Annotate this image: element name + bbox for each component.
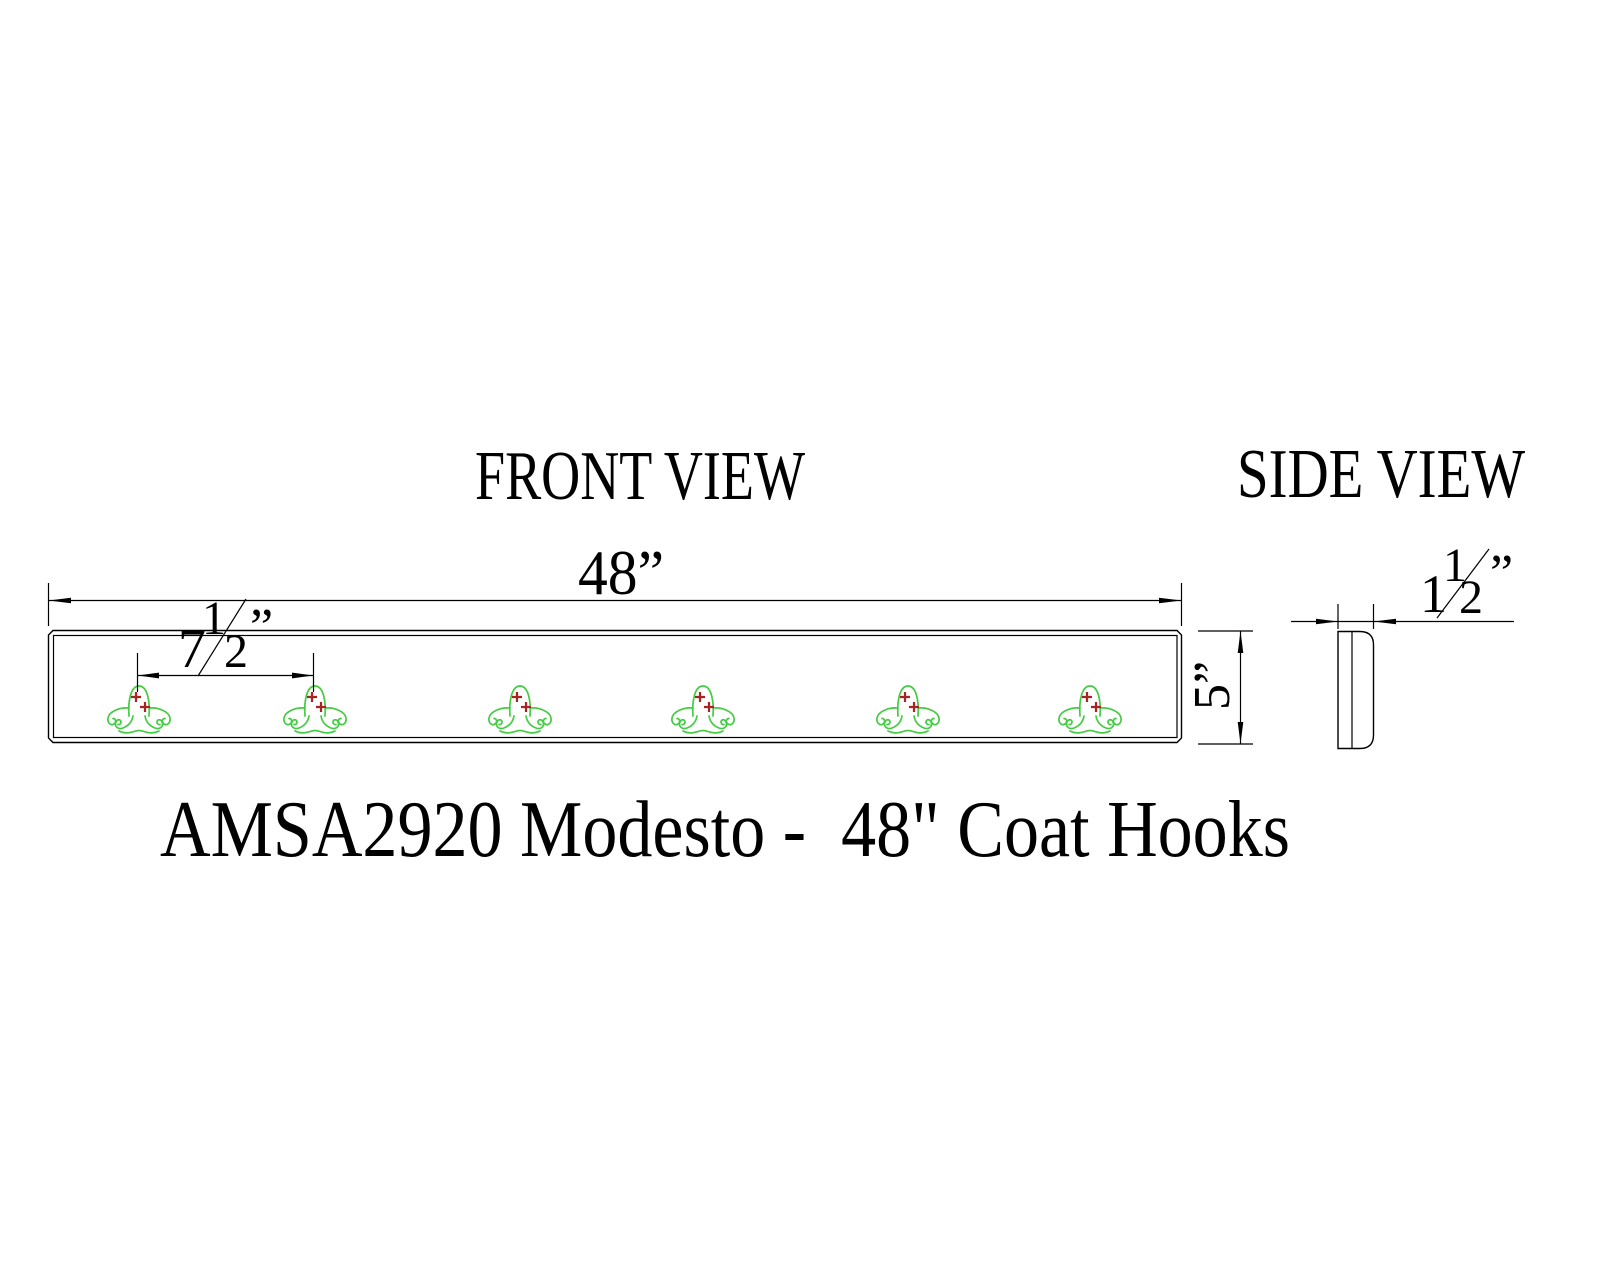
fraction-slash <box>197 598 247 677</box>
coat-hook <box>670 684 736 734</box>
side-view-title: SIDE VIEW <box>1237 436 1525 513</box>
dim-spacing-numerator: 1 <box>202 592 226 645</box>
dim-thickness-whole: 1 <box>1420 564 1447 624</box>
coat-hook <box>282 684 348 734</box>
side-view-piece <box>1337 630 1375 750</box>
dim-hook-spacing: 7 1 2 ” <box>136 592 315 692</box>
dim-board-height: 5” <box>1184 630 1253 745</box>
dim-thickness-unit: ” <box>1490 545 1513 602</box>
coat-hook <box>1057 684 1123 734</box>
board-outline-inner <box>52 634 1178 739</box>
dim-overall-width: 48” <box>47 537 1183 626</box>
arrowhead-up <box>1237 631 1244 653</box>
hooks-layer <box>106 684 1123 734</box>
dim-thickness: 1 1 2 ” <box>1291 539 1514 629</box>
arrowhead-left-into-right-edge <box>1373 618 1396 625</box>
arrowhead-left <box>137 672 159 679</box>
coat-hook <box>106 684 172 734</box>
arrowhead-right <box>292 672 314 679</box>
coat-hook <box>487 684 553 734</box>
dim-spacing-denominator: 2 <box>224 625 248 678</box>
dim-board-height-label: 5” <box>1184 661 1241 710</box>
arrowhead-right-into-left-edge <box>1316 618 1338 625</box>
dim-spacing-unit: ” <box>250 599 273 656</box>
drawing-caption: AMSA2920 Modesto - 48" Coat Hooks <box>160 786 1290 874</box>
coat-hook <box>875 684 941 734</box>
board-outline-outer <box>47 629 1183 744</box>
fraction-slash <box>1436 548 1490 619</box>
arrowhead-left <box>48 597 71 604</box>
dim-thickness-denominator: 2 <box>1459 571 1483 624</box>
front-view-title: FRONT VIEW <box>475 438 805 515</box>
arrowhead-right <box>1159 597 1182 604</box>
dim-overall-width-label: 48” <box>578 537 664 608</box>
side-profile-outline <box>1337 630 1375 750</box>
arrowhead-down <box>1237 722 1244 744</box>
